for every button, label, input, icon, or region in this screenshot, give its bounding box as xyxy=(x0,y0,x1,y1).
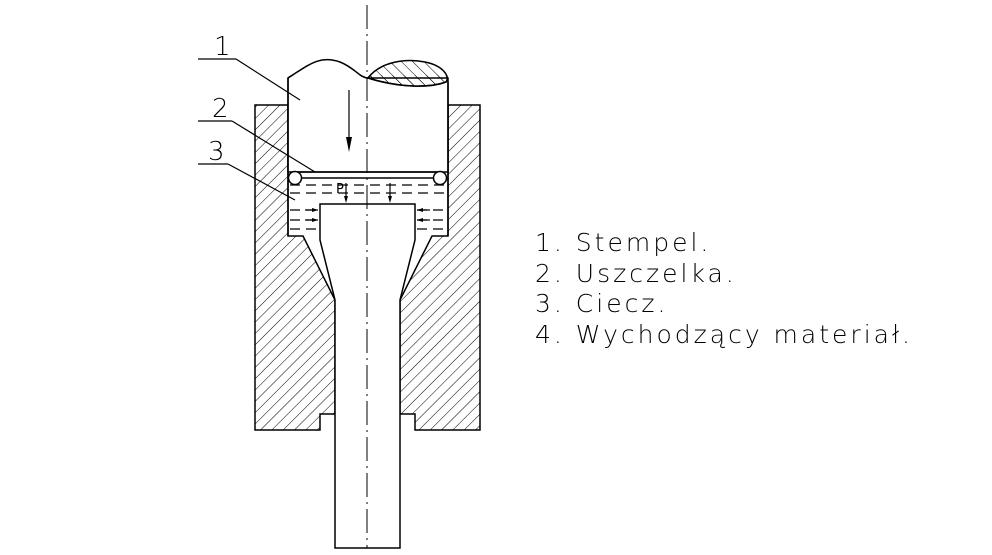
legend: 1. Stempel. 2. Uszczelka. 3. Ciecz. 4. W… xyxy=(535,228,913,350)
die-right xyxy=(399,104,481,431)
force-arrow-head-icon xyxy=(346,137,352,152)
callout-1-label: 1 xyxy=(214,32,231,62)
callout-3 xyxy=(198,163,296,201)
legend-item: 1. Stempel. xyxy=(535,228,712,257)
callout-1 xyxy=(198,58,301,101)
callout-2 xyxy=(198,120,316,173)
legend-item: 3. Ciecz. xyxy=(535,289,669,318)
seal-ring-right xyxy=(432,170,448,186)
stamp-section xyxy=(366,59,448,87)
stamp-break-line xyxy=(287,58,369,79)
callout-2-label: 2 xyxy=(212,94,229,124)
callout-3-label: 3 xyxy=(208,137,225,167)
legend-item: 2. Uszczelka. xyxy=(535,258,737,288)
pressure-arrows xyxy=(305,183,430,222)
seal-ring-left xyxy=(287,170,303,186)
legend-item: 4. Wychodzący materiał. xyxy=(535,319,914,349)
pressure-label: P xyxy=(336,182,344,197)
